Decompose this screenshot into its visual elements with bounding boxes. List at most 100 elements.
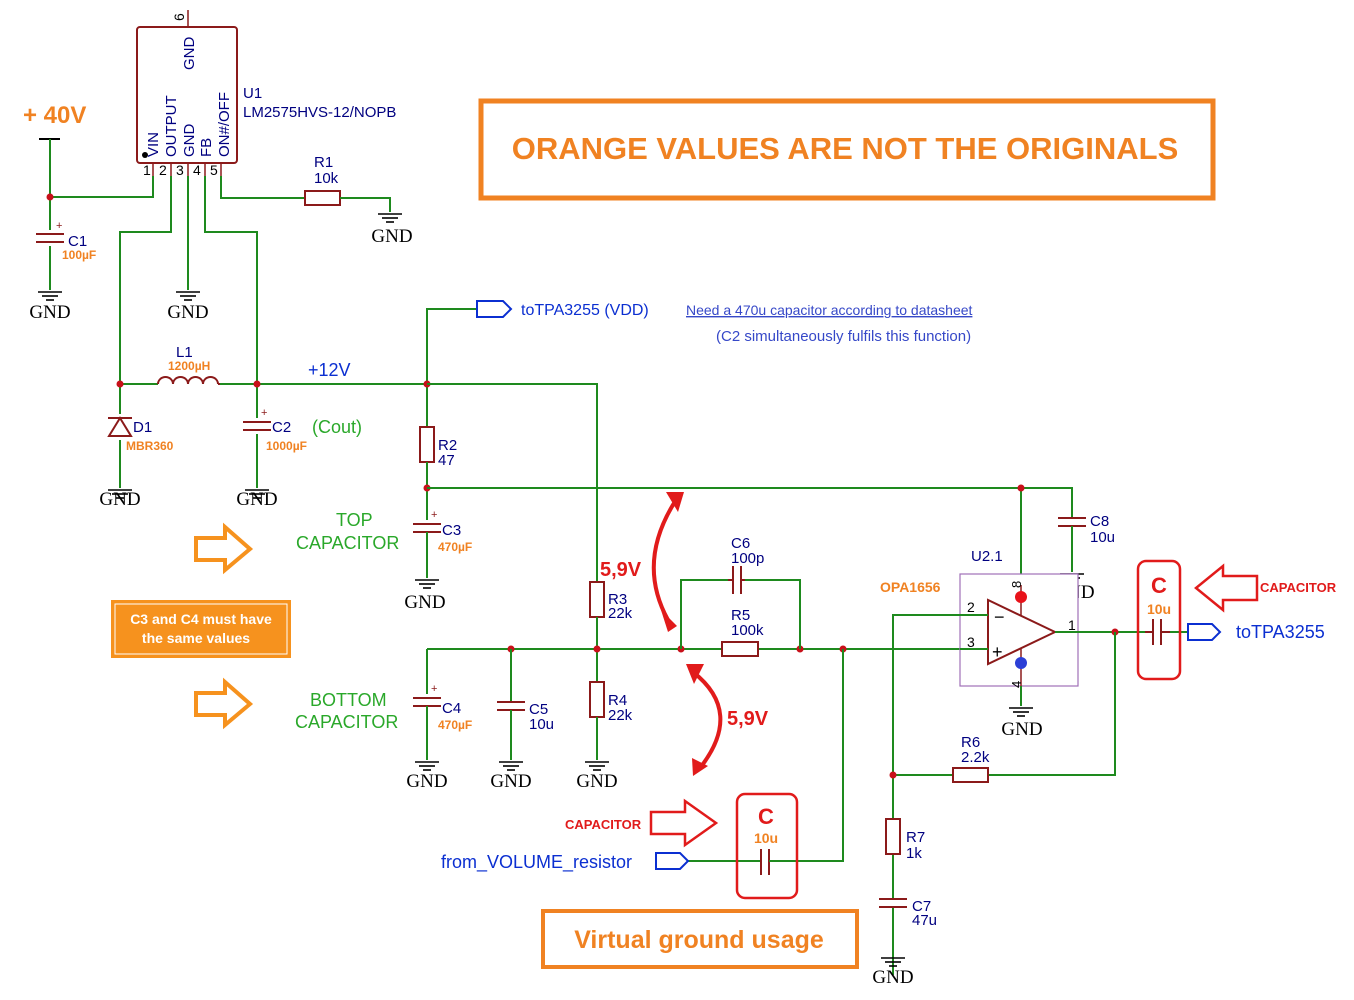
svg-text:10u: 10u [754,830,778,846]
svg-text:D1: D1 [133,419,152,436]
svg-text:3: 3 [967,634,975,650]
c6-capacitor: C6 100p [728,535,764,594]
need-capacitor-note: Need a 470u capacitor according to datas… [686,302,973,318]
svg-text:22k: 22k [608,605,633,622]
u1-pin-gnd-top: GND [181,37,198,71]
bottom-capacitor-label-2: CAPACITOR [295,712,398,732]
r5-resistor: R5 100k [721,607,764,657]
svg-text:C1: C1 [68,233,87,250]
gnd-symbol-c5: GND [490,761,532,792]
top-capacitor-label-2: CAPACITOR [296,533,399,553]
svg-text:2: 2 [967,599,975,615]
d1-diode: D1 MBR360 [107,416,174,453]
port-to-tpa-vdd [476,300,513,318]
svg-text:2: 2 [159,162,167,178]
svg-text:GND: GND [404,592,445,613]
port-from-volume [655,852,690,870]
capacitor-label-left: CAPACITOR [565,817,642,832]
svg-text:VIN: VIN [145,132,162,157]
port-to-tpa [1187,623,1222,641]
svg-text:3: 3 [176,162,184,178]
svg-text:+: + [992,642,1003,662]
svg-text:R2: R2 [438,437,457,454]
svg-text:5: 5 [210,162,218,178]
svg-text:10u: 10u [529,716,554,733]
svg-text:1000µF: 1000µF [266,439,307,453]
r6-resistor: R6 2.2k [952,734,990,783]
u2-part: OPA1656 [880,579,941,595]
arrow-top-capacitor-icon [194,522,254,575]
svg-text:C7: C7 [912,898,931,915]
virtual-ground-box: Virtual ground usage [541,909,859,969]
svg-text:R1: R1 [314,154,333,171]
gnd-symbol-c1: GND [29,291,71,323]
svg-text:R6: R6 [961,734,980,751]
wires-input [39,138,154,290]
svg-text:GND: GND [167,302,208,323]
svg-text:GND: GND [181,124,198,158]
voltage-bottom: 5,9V [727,708,769,730]
c7-capacitor: C7 47u [879,898,937,929]
svg-text:FB: FB [198,138,215,157]
c1-capacitor: + C1 100µF [36,220,96,262]
svg-text:1k: 1k [906,845,922,862]
svg-text:GND: GND [576,771,617,792]
gnd-symbol-c2: GND [236,489,277,510]
cout-label: (Cout) [312,417,362,437]
svg-text:4: 4 [193,162,201,178]
svg-text:22k: 22k [608,707,633,724]
svg-text:R4: R4 [608,692,627,709]
r2-resistor: R2 47 [419,384,457,520]
c2-capacitor: + C2 1000µF [243,407,307,453]
c3-capacitor: + C3 470µF [413,509,472,578]
svg-text:100k: 100k [731,622,764,639]
bottom-capacitor-label-1: BOTTOM [310,690,387,710]
svg-text:ON#/OFF: ON#/OFF [216,92,233,157]
svg-text:+: + [56,220,62,232]
svg-text:470µF: 470µF [438,540,472,554]
svg-text:C4: C4 [442,700,461,717]
svg-text:GND: GND [406,771,447,792]
gnd-symbol-r4: GND [576,761,618,792]
svg-text:the same values: the same values [142,630,250,646]
u1-ref: U1 [243,85,262,102]
voltage-arrow-top-icon [651,492,684,632]
svg-text:R5: R5 [731,607,750,624]
svg-text:10k: 10k [314,170,339,187]
svg-text:L1: L1 [176,344,193,361]
svg-text:GND: GND [490,771,531,792]
svg-text:−: − [994,607,1005,627]
svg-text:47: 47 [438,452,455,469]
output-coupling-capacitor [1145,619,1170,645]
svg-text:C2: C2 [272,419,291,436]
svg-text:8: 8 [1009,581,1024,588]
gnd-symbol-r1: GND [371,213,413,247]
svg-text:MBR360: MBR360 [126,439,174,453]
input-capacitor-callout: C 10u [735,792,799,900]
svg-text:2.2k: 2.2k [961,749,990,766]
svg-text:100p: 100p [731,550,764,567]
svg-text:+: + [261,407,267,419]
c2-function-note: (C2 simultaneously fulfils this function… [716,328,971,345]
c4-capacitor: + C4 470µF [413,683,472,760]
svg-text:R3: R3 [608,591,627,608]
gnd-symbol-d1: GND [99,489,140,510]
svg-text:GND: GND [872,967,913,988]
svg-text:+: + [431,509,437,521]
svg-text:100µF: 100µF [62,248,96,262]
svg-text:+: + [431,683,437,695]
arrow-output-capacitor-icon [1194,563,1259,613]
arrow-input-capacitor-icon [649,798,719,848]
svg-text:C3 and C4 must have: C3 and C4 must have [130,611,272,627]
u1-part: LM2575HVS-12/NOPB [243,104,396,121]
svg-text:10u: 10u [1147,601,1171,617]
gnd-symbol-c4: GND [406,761,448,792]
output-capacitor-callout: C 10u [1136,559,1182,681]
svg-text:C5: C5 [529,701,548,718]
u2-ref: U2.1 [971,548,1003,565]
gnd-symbol-u1: GND [167,291,209,323]
svg-text:GND: GND [29,302,70,323]
same-values-note: C3 and C4 must have the same values [111,600,291,658]
to-tpa-vdd-label: toTPA3255 (VDD) [521,302,649,319]
